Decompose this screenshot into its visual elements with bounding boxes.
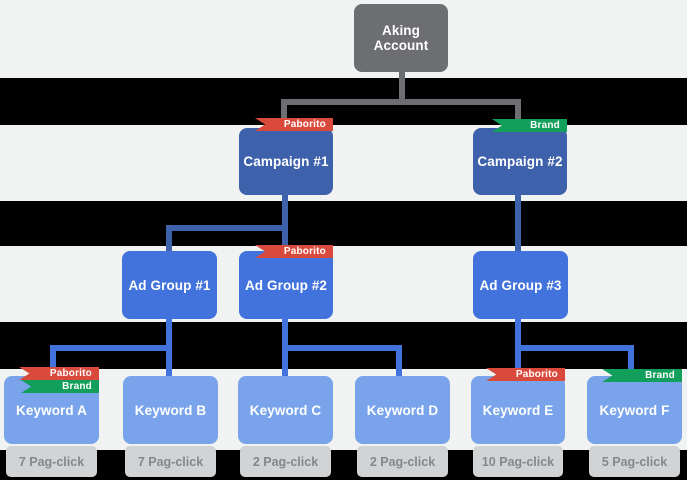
connector-adgroup3-rail bbox=[515, 345, 634, 351]
metric-keyword-D: 2 Pag-click bbox=[357, 446, 448, 477]
connector-to-keyword-D bbox=[396, 345, 402, 376]
node-adgroup-1: Ad Group #1 bbox=[122, 251, 217, 319]
connector-account-drop bbox=[399, 72, 405, 105]
connector-adgroup2-rail bbox=[282, 345, 402, 351]
node-keyword-F: Keyword F bbox=[587, 376, 682, 444]
metric-keyword-B: 7 Pag-click bbox=[125, 446, 216, 477]
node-account: Aking Account bbox=[354, 4, 448, 72]
connector-campaign1-to-adgroup2 bbox=[282, 195, 288, 251]
connector-to-keyword-A bbox=[50, 345, 56, 376]
connector-campaigns-rail bbox=[281, 99, 521, 105]
ribbon-paborito-adgroup-2: Paborito bbox=[255, 245, 333, 258]
node-keyword-B: Keyword B bbox=[123, 376, 218, 444]
node-adgroup-2: Ad Group #2 bbox=[239, 251, 333, 319]
connector-to-campaign-1 bbox=[281, 99, 287, 128]
background-stripe-4 bbox=[0, 450, 687, 480]
connector-to-campaign-2 bbox=[515, 99, 521, 128]
metric-keyword-C: 2 Pag-click bbox=[240, 446, 331, 477]
connector-campaign2-to-adgroup3 bbox=[515, 195, 521, 251]
connector-campaign1-rail bbox=[166, 225, 288, 231]
ribbon-brand-campaign-2: Brand bbox=[492, 119, 567, 132]
node-campaign-1: Campaign #1 bbox=[239, 128, 333, 195]
node-keyword-D: Keyword D bbox=[355, 376, 450, 444]
node-keyword-C: Keyword C bbox=[238, 376, 333, 444]
ribbon-paborito-keyword-A: Paborito bbox=[19, 367, 99, 380]
ribbon-brand-keyword-F: Brand bbox=[602, 369, 682, 382]
ribbon-paborito-keyword-E: Paborito bbox=[486, 368, 565, 381]
ribbon-brand-keyword-A: Brand bbox=[21, 380, 99, 393]
metric-keyword-F: 5 Pag-click bbox=[589, 446, 680, 477]
background-stripe-2 bbox=[0, 201, 687, 246]
metric-keyword-E: 10 Pag-click bbox=[473, 446, 563, 477]
connector-to-adgroup-1 bbox=[166, 225, 172, 251]
metric-keyword-A: 7 Pag-click bbox=[6, 446, 97, 477]
connector-to-keyword-F bbox=[628, 345, 634, 376]
node-adgroup-3: Ad Group #3 bbox=[473, 251, 568, 319]
node-campaign-2: Campaign #2 bbox=[473, 128, 567, 195]
connector-adgroup1-rail bbox=[50, 345, 172, 351]
node-keyword-E: Keyword E bbox=[471, 376, 565, 444]
ribbon-paborito-campaign-1: Paborito bbox=[255, 118, 333, 131]
